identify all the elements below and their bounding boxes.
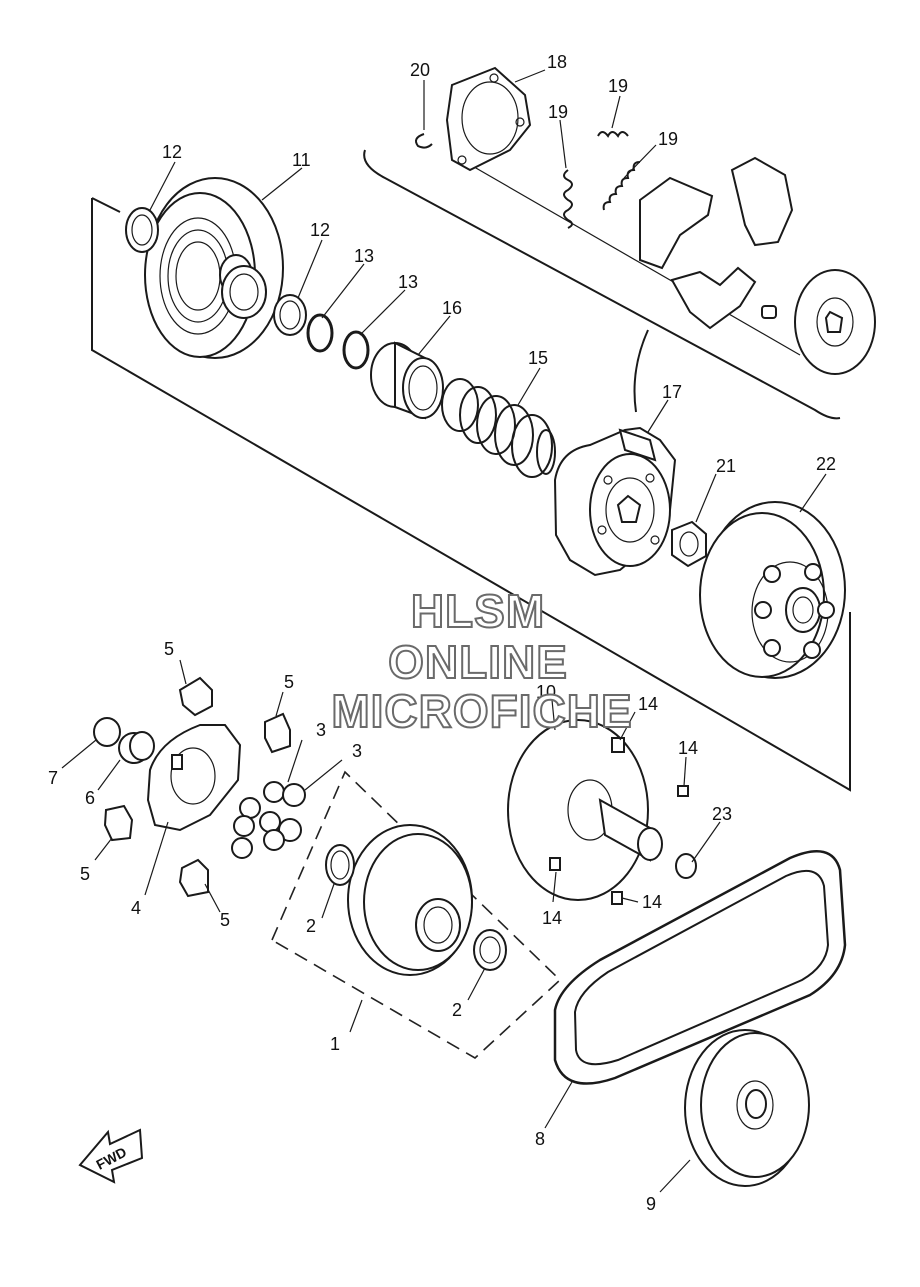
clutch-shoe-upper-right xyxy=(730,156,794,247)
callout-3a: 3 xyxy=(316,720,326,740)
callout-19a: 19 xyxy=(548,102,568,122)
clutch-shoe-lower xyxy=(670,266,757,330)
callout-19c: 19 xyxy=(658,129,678,149)
callout-8: 8 xyxy=(535,1129,545,1149)
collar-ring-part-12b xyxy=(273,294,307,336)
watermark-line-2: ONLINE xyxy=(388,636,568,688)
callout-23: 23 xyxy=(712,804,732,824)
weight-roller-part-3 xyxy=(231,781,306,859)
collar-part-2a xyxy=(325,844,355,886)
callout-17: 17 xyxy=(662,382,682,402)
movable-sheave-part-1 xyxy=(347,824,473,976)
callout-5d: 5 xyxy=(220,910,230,930)
compression-spring-part-15 xyxy=(441,378,556,478)
primary-sheave-part-11 xyxy=(144,177,284,359)
circlip-part-20 xyxy=(415,133,433,149)
callout-4: 4 xyxy=(131,898,141,918)
callout-12b: 12 xyxy=(310,220,330,240)
clutch-shoe-upper-left xyxy=(639,176,714,270)
callout-3b: 3 xyxy=(352,741,362,761)
callout-10: 10 xyxy=(536,682,556,702)
callout-9: 9 xyxy=(646,1194,656,1214)
slider-part-5d xyxy=(178,858,209,898)
callout-2a: 2 xyxy=(306,916,316,936)
part-1-dashed-group xyxy=(270,770,562,1059)
callout-14b: 14 xyxy=(678,738,698,758)
tension-spring-part-19c xyxy=(602,161,641,211)
watermark-line-3: MICROFICHE xyxy=(331,685,632,737)
slider-part-5c xyxy=(103,804,134,842)
cooling-fan-part-9 xyxy=(684,1029,810,1187)
arrow-left-icon xyxy=(78,1128,144,1184)
callout-2b: 2 xyxy=(452,1000,462,1020)
callout-11: 11 xyxy=(292,150,311,170)
cam-plate-part-4 xyxy=(146,724,242,832)
slider-part-5a xyxy=(178,676,213,717)
callout-13a: 13 xyxy=(354,246,374,266)
callout-7: 7 xyxy=(48,768,58,788)
callout-6: 6 xyxy=(85,788,95,808)
tension-spring-part-19a xyxy=(563,169,573,229)
oil-seal-part-23 xyxy=(675,853,697,879)
callout-21: 21 xyxy=(716,456,736,476)
callout-5c: 5 xyxy=(80,864,90,884)
v-belt-part-8 xyxy=(553,850,847,1085)
collar-ring-part-12a xyxy=(125,207,159,253)
watermark: HLSM ONLINE MICROFICHE xyxy=(330,584,632,738)
o-ring-part-13a xyxy=(306,313,334,353)
callout-14a: 14 xyxy=(638,694,658,714)
callout-15: 15 xyxy=(528,348,548,368)
callout-18: 18 xyxy=(547,52,567,72)
nut-part-21 xyxy=(671,520,707,568)
clutch-housing-part-22 xyxy=(699,501,846,679)
leader-lines xyxy=(61,69,827,1193)
callout-13b: 13 xyxy=(398,272,418,292)
clutch-carrier-part-17 xyxy=(553,426,677,577)
callout-14d: 14 xyxy=(642,892,662,912)
callout-22: 22 xyxy=(816,454,836,474)
fwd-direction-marker: FWD xyxy=(78,1128,144,1184)
callout-14c: 14 xyxy=(542,908,562,928)
callout-5a: 5 xyxy=(164,639,174,659)
guide-sleeve-part-16 xyxy=(370,341,444,420)
collar-part-6 xyxy=(118,731,155,764)
assembly-frame xyxy=(91,149,851,792)
callout-12a: 12 xyxy=(162,142,182,162)
callout-16: 16 xyxy=(442,298,462,318)
o-ring-part-13b xyxy=(342,330,370,370)
o-ring-part-7 xyxy=(93,717,121,747)
callout-labels: 1 2 2 3 3 4 5 5 5 5 6 7 8 9 10 11 12 12 … xyxy=(48,52,836,1214)
callout-1: 1 xyxy=(330,1034,340,1054)
callout-20: 20 xyxy=(410,60,430,80)
seal-plate-part-18 xyxy=(445,66,532,172)
collar-part-2b xyxy=(473,929,507,971)
callout-19b: 19 xyxy=(608,76,628,96)
callout-5b: 5 xyxy=(284,672,294,692)
clutch-plate-upper xyxy=(761,269,876,375)
watermark-line-1: HLSM xyxy=(411,585,545,637)
secondary-sheave-part-10 xyxy=(507,719,689,905)
tension-spring-part-19b xyxy=(597,131,629,138)
slider-part-5b xyxy=(264,712,291,754)
